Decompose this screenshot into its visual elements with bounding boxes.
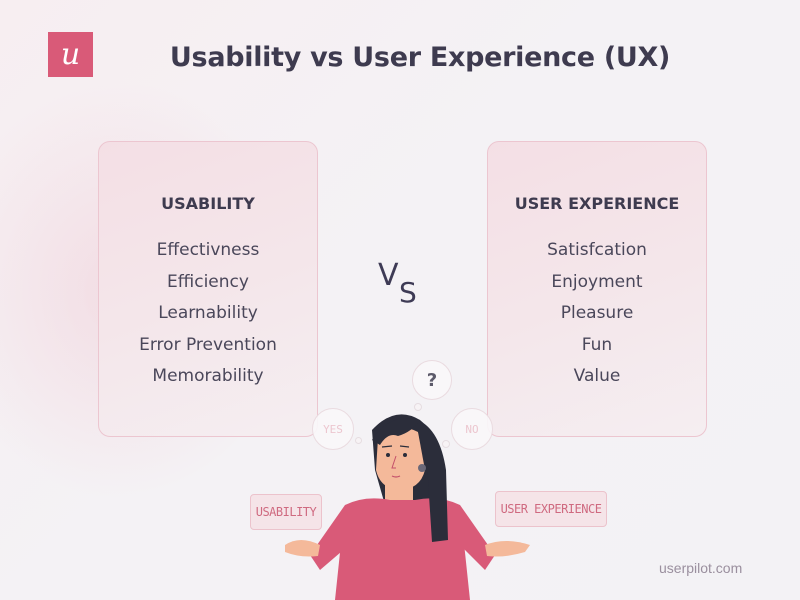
logo-glyph: u (60, 36, 81, 72)
user-experience-tag-label: USER EXPERIENCE (500, 502, 602, 516)
usability-tag: USABILITY (250, 494, 322, 530)
list-item: Effectivness (156, 240, 260, 260)
thought-dot (414, 403, 422, 411)
thought-dot (442, 440, 450, 448)
usability-tag-label: USABILITY (255, 505, 317, 519)
yes-bubble: YES (312, 408, 354, 450)
user-experience-list: Satisfcation Enjoyment Pleasure Fun Valu… (488, 235, 706, 393)
userpilot-logo: u (48, 32, 93, 77)
list-item: Memorability (152, 366, 264, 386)
question-bubble: ? (412, 360, 452, 400)
list-item: Error Prevention (139, 334, 277, 355)
page-title: Usability vs User Experience (UX) (169, 42, 671, 73)
usability-heading: USABILITY (161, 194, 255, 213)
list-item: Efficiency (167, 271, 249, 292)
vs-v: V (378, 258, 399, 293)
user-experience-card: USER EXPERIENCE Satisfcation Enjoyment P… (487, 141, 707, 437)
userpilot-url: userpilot.com (659, 560, 743, 576)
usability-card: USABILITY Effectivness Efficiency Learna… (98, 141, 318, 437)
usability-list: Effectivness Efficiency Learnability Err… (99, 235, 317, 393)
no-label: NO (465, 422, 479, 436)
vs-label: V S (378, 258, 428, 313)
no-bubble: NO (451, 408, 493, 450)
thought-dot (355, 437, 362, 444)
question-mark-icon: ? (426, 369, 438, 391)
yes-label: YES (323, 422, 343, 436)
list-item: Enjoyment (551, 271, 643, 292)
list-item: Pleasure (560, 303, 634, 323)
user-experience-tag: USER EXPERIENCE (495, 491, 607, 527)
list-item: Value (573, 366, 621, 386)
shrugging-woman-illustration (285, 414, 530, 600)
user-experience-heading: USER EXPERIENCE (514, 194, 680, 213)
list-item: Learnability (158, 303, 258, 323)
list-item: Fun (581, 334, 613, 355)
list-item: Satisfcation (547, 240, 647, 260)
vs-s: S (399, 276, 417, 309)
